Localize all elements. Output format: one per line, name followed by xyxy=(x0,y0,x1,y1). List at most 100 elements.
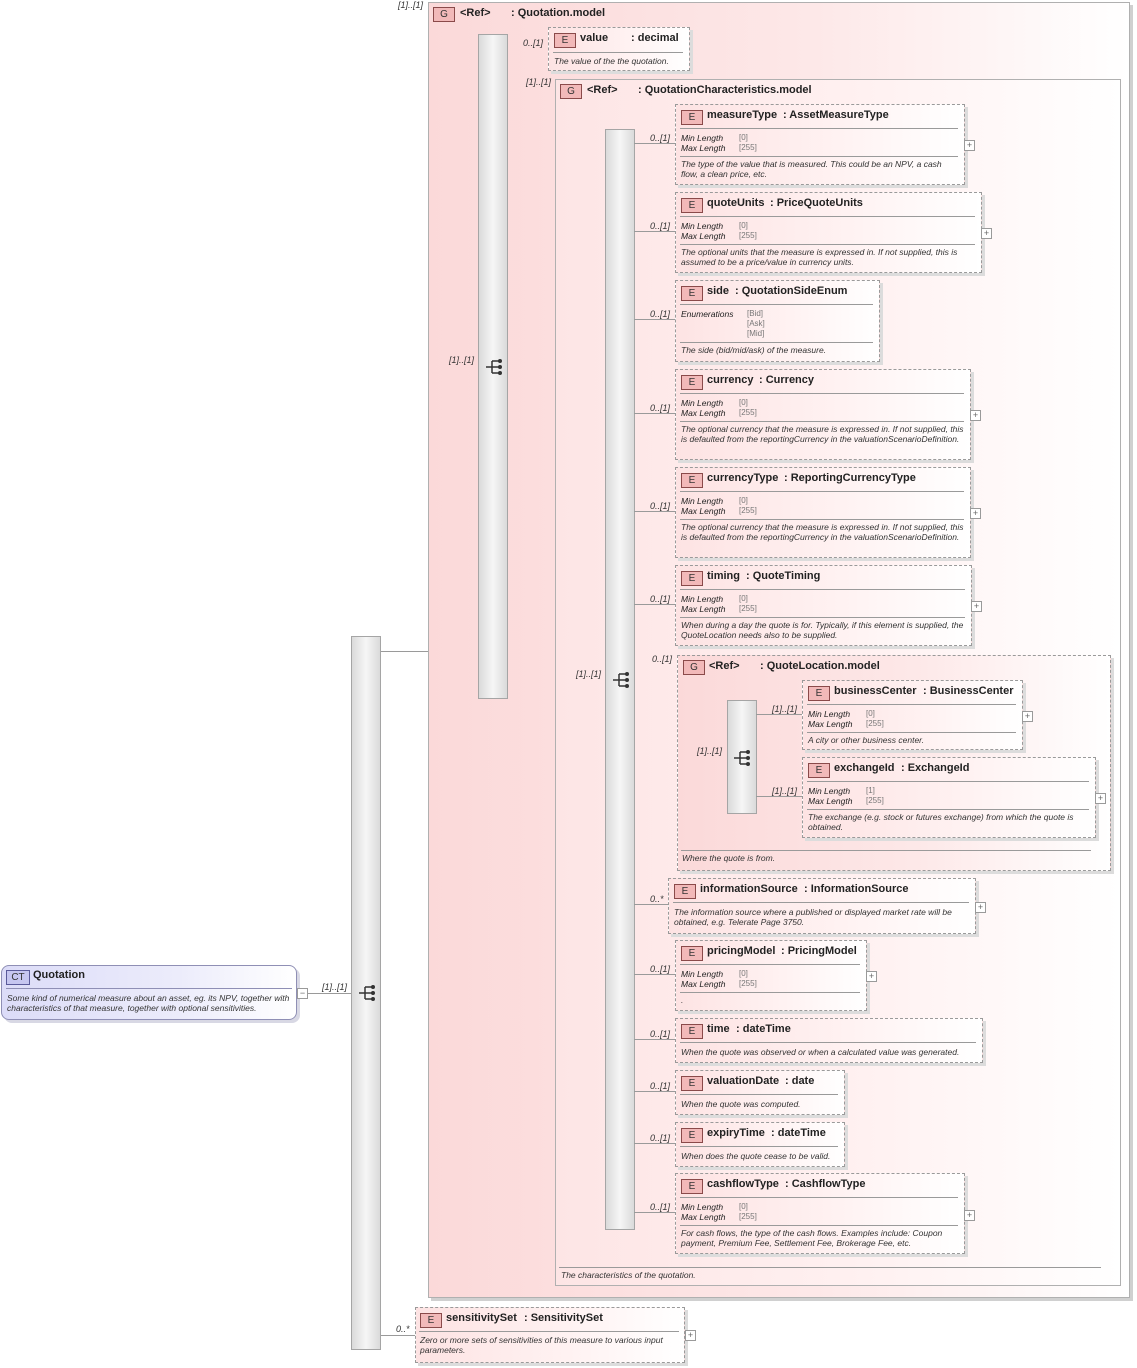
complex-type-description: Some kind of numerical measure about an … xyxy=(7,993,290,1013)
element-sensitivity-set[interactable] xyxy=(415,1307,685,1363)
expand-toggle[interactable]: + xyxy=(975,902,986,913)
collapse-toggle[interactable]: − xyxy=(297,988,308,999)
element-name: sensitivitySet xyxy=(446,1312,517,1324)
complex-type-quotation[interactable] xyxy=(1,965,297,1020)
element-side[interactable] xyxy=(675,280,880,362)
element-type: : BusinessCenter xyxy=(923,685,1014,697)
element-type: : QuotationSideEnum xyxy=(735,285,848,297)
element-name: side xyxy=(707,285,730,297)
divider xyxy=(680,128,958,129)
element-description: The side (bid/mid/ask) of the measure. xyxy=(681,345,827,355)
facet-max-length-label: Max Length xyxy=(681,143,726,153)
facet-max-length-label: Max Length xyxy=(681,506,726,516)
element-cashflowtype[interactable] xyxy=(675,1173,965,1254)
expand-toggle[interactable]: + xyxy=(970,410,981,421)
facet-max-length-value: [255] xyxy=(739,408,757,417)
element-currency[interactable] xyxy=(675,369,971,460)
facet-max-length-label: Max Length xyxy=(681,604,726,614)
element-quoteunits[interactable] xyxy=(675,192,982,273)
element-badge: E xyxy=(681,375,703,390)
cardinality: 0..[1] xyxy=(650,133,671,143)
expand-toggle[interactable]: + xyxy=(971,601,982,612)
cardinality: [1]..[1] xyxy=(322,982,348,992)
facet-max-length-label: Max Length xyxy=(681,1212,726,1222)
element-badge: E xyxy=(681,1179,703,1194)
divider xyxy=(680,617,965,618)
connector-line xyxy=(634,1212,675,1213)
facet-min-length-value: [0] xyxy=(739,398,748,407)
expand-toggle[interactable]: + xyxy=(981,228,992,239)
group-ref-label: <Ref> xyxy=(709,660,740,672)
complex-type-name: Quotation xyxy=(33,969,85,981)
group-name[interactable]: : QuotationCharacteristics.model xyxy=(638,84,812,96)
cardinality: 0..[1] xyxy=(650,501,671,511)
facet-max-length-value: [255] xyxy=(866,719,884,728)
element-description: The type of the value that is measured. … xyxy=(681,159,942,179)
element-measuretype[interactable] xyxy=(675,104,965,185)
element-currencytype[interactable] xyxy=(675,467,971,558)
connector-line xyxy=(634,143,675,144)
facet-min-length-value: [0] xyxy=(739,496,748,505)
facet-min-length-label: Min Length xyxy=(681,1202,724,1212)
expand-toggle[interactable]: + xyxy=(970,508,981,519)
cardinality: [1]..[1] xyxy=(772,704,798,714)
cardinality: 0..[1] xyxy=(650,1029,671,1039)
divider xyxy=(419,1331,679,1332)
cardinality: [1]..[1] xyxy=(449,355,475,365)
connector-line xyxy=(634,604,675,605)
enum-value: [Ask] xyxy=(747,319,765,328)
expand-toggle[interactable]: + xyxy=(1022,711,1033,722)
group-name[interactable]: : Quotation.model xyxy=(511,7,606,19)
element-informationsource[interactable] xyxy=(668,878,976,934)
expand-toggle[interactable]: + xyxy=(685,1330,696,1341)
element-badge: E xyxy=(681,1128,703,1143)
connector-line xyxy=(634,231,675,232)
enum-value: [Bid] xyxy=(747,309,764,318)
cardinality: [1]..[1] xyxy=(772,786,798,796)
connector-line xyxy=(634,1143,675,1144)
facet-min-length-label: Min Length xyxy=(808,709,851,719)
element-businesscenter[interactable] xyxy=(802,680,1023,750)
element-type: : date xyxy=(785,1075,815,1087)
group-name[interactable]: : QuoteLocation.model xyxy=(760,660,880,672)
divider xyxy=(680,1197,958,1198)
connector-line xyxy=(634,1091,675,1092)
facet-min-length-value: [1] xyxy=(866,786,875,795)
sequence-compositor[interactable] xyxy=(727,700,757,814)
facet-min-length-value: [0] xyxy=(739,969,748,978)
divider xyxy=(680,304,873,305)
element-description: The value of the the quotation. xyxy=(554,56,669,66)
element-valuationdate[interactable] xyxy=(675,1070,845,1115)
element-type: : dateTime xyxy=(771,1127,826,1139)
element-description: The optional units that the measure is e… xyxy=(681,247,958,267)
element-timing[interactable] xyxy=(675,565,972,646)
element-expirytime[interactable] xyxy=(675,1122,845,1167)
element-name: timing xyxy=(707,570,740,582)
facet-min-length-value: [0] xyxy=(739,594,748,603)
element-type: : CashflowType xyxy=(785,1178,866,1190)
facet-max-length-value: [255] xyxy=(739,143,757,152)
expand-toggle[interactable]: + xyxy=(964,1210,975,1221)
group-description: The characteristics of the quotation. xyxy=(561,1270,696,1280)
connector-line xyxy=(634,511,675,512)
element-badge: E xyxy=(681,110,703,125)
element-exchangeid[interactable] xyxy=(802,757,1096,838)
facet-max-length-label: Max Length xyxy=(808,719,853,729)
element-pricingmodel[interactable] xyxy=(675,940,867,1011)
divider xyxy=(680,519,964,520)
element-type: : QuoteTiming xyxy=(746,570,821,582)
expand-toggle[interactable]: + xyxy=(866,971,877,982)
element-time[interactable] xyxy=(675,1018,983,1063)
facet-min-length-label: Min Length xyxy=(681,594,724,604)
element-name: value xyxy=(580,32,609,44)
expand-toggle[interactable]: + xyxy=(1095,793,1106,804)
element-badge: E xyxy=(681,1024,703,1039)
element-badge: E xyxy=(681,1076,703,1091)
element-badge: E xyxy=(681,198,703,213)
element-name: cashflowType xyxy=(707,1178,779,1190)
facet-enumerations-label: Enumerations xyxy=(681,309,734,319)
group-badge: G xyxy=(683,660,705,675)
cardinality: [1]..[1] xyxy=(526,77,552,87)
expand-toggle[interactable]: + xyxy=(964,140,975,151)
cardinality: [1]..[1] xyxy=(697,746,723,756)
